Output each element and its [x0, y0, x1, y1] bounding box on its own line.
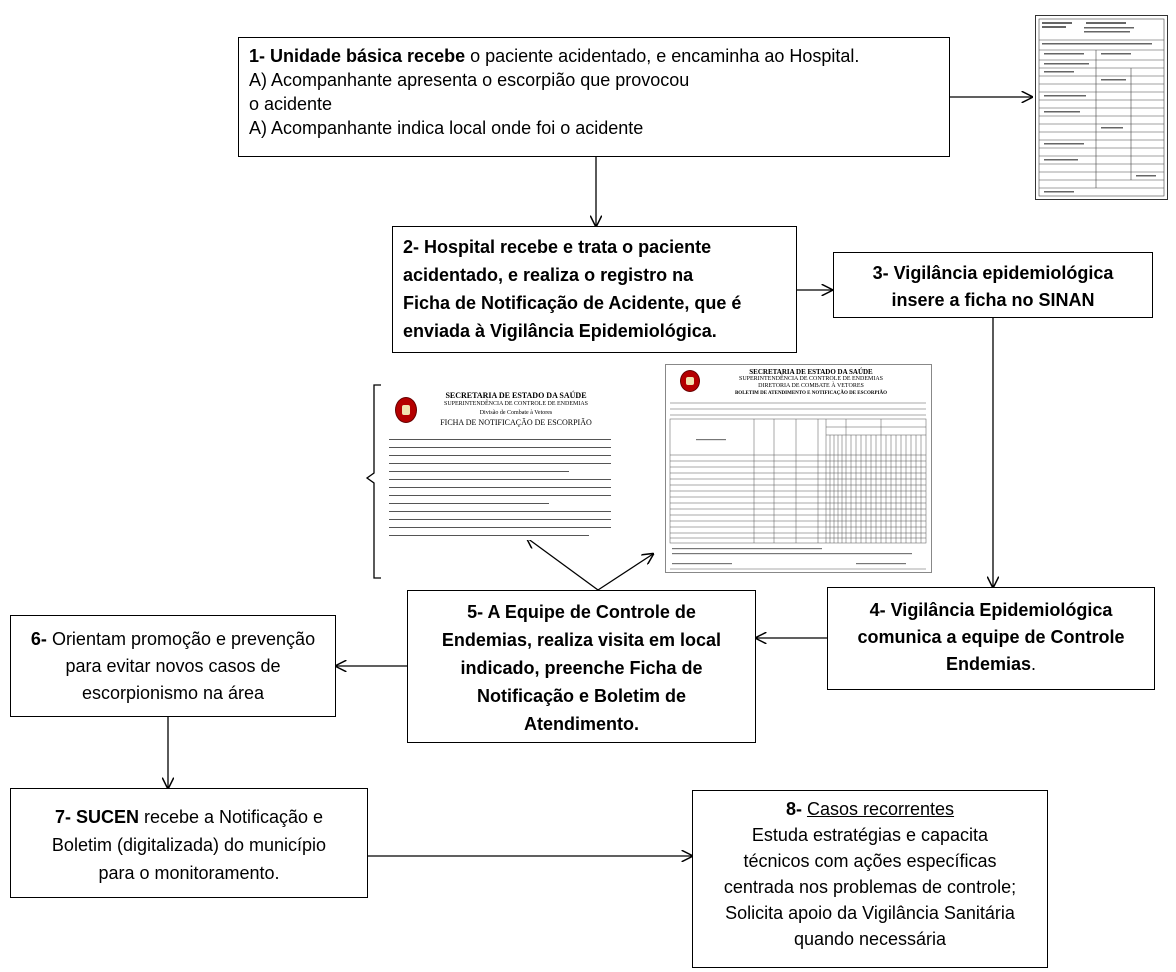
step5-line1: 5- A Equipe de Controle de [467, 602, 696, 622]
boletim-title1: SECRETARIA DE ESTADO DA SAÚDE [749, 368, 873, 376]
boletim-title2: SUPERINTENDÊNCIA DE CONTROLE DE ENDEMIAS [739, 376, 883, 382]
ficha-title2: SUPERINTENDÊNCIA DE CONTROLE DE ENDEMIAS [444, 401, 588, 407]
step8-heading: Casos recorrentes [806, 799, 955, 819]
step7-line3: para o monitoramento. [98, 863, 280, 883]
ficha-title1: SECRETARIA DE ESTADO DA SAÚDE [445, 391, 587, 400]
step1-item-a-cont: o acidente [249, 94, 333, 114]
step6-number: 6- [30, 629, 47, 649]
ficha-bracket [365, 384, 381, 579]
arrow-box5-to-ficha [527, 538, 599, 591]
step5-line3: indicado, preenche Ficha de [460, 658, 703, 678]
ficha-title4: FICHA DE NOTIFICAÇÃO DE ESCORPIÃO [440, 418, 592, 427]
step8-line4: centrada nos problemas de controle; [723, 877, 1017, 897]
step7-title: 7- SUCEN [54, 807, 139, 827]
step3-line2: insere a ficha no SINAN [891, 290, 1095, 310]
step1-box: 1- Unidade básica recebe o paciente acid… [238, 37, 950, 157]
step1-item-a: A) Acompanhante apresenta o escorpião qu… [249, 70, 690, 90]
arrow-box5-to-boletim [597, 554, 653, 591]
step4-line3-end: . [1031, 654, 1037, 674]
step8-number: 8- [785, 799, 802, 819]
step2-line4: enviada à Vigilância Epidemiológica. [403, 321, 717, 341]
state-crest-icon [680, 370, 700, 392]
ficha-notificacao-thumbnail: SECRETARIA DE ESTADO DA SAÚDE SUPERINTEN… [383, 385, 621, 540]
step8-line5: Solicita apoio da Vigilância Sanitária [725, 903, 1015, 923]
step1-item-b: A) Acompanhante indica local onde foi o … [249, 118, 644, 138]
step4-line2: comunica a equipe de Controle [857, 627, 1125, 647]
step5-box: 5- A Equipe de Controle de Endemias, rea… [407, 590, 756, 743]
step7-line1: recebe a Notificação e [138, 807, 324, 827]
state-crest-icon [395, 397, 417, 423]
step3-box: 3- Vigilância epidemiológica insere a fi… [833, 252, 1153, 318]
step4-line3: Endemias [945, 654, 1032, 674]
step1-title: 1- Unidade básica recebe [249, 46, 466, 66]
step7-line2: Boletim (digitalizada) do município [51, 835, 327, 855]
step2-box: 2- Hospital recebe e trata o paciente ac… [392, 226, 797, 353]
ficha-title3: Divisão de Combate à Vetores [479, 410, 553, 416]
step1-text: o paciente acidentado, e encaminha ao Ho… [465, 46, 860, 66]
step6-box: 6- Orientam promoção e prevenção para ev… [10, 615, 336, 717]
step2-line1: 2- Hospital recebe e trata o paciente [403, 237, 712, 257]
step4-line1: 4- Vigilância Epidemiológica [869, 600, 1113, 620]
boletim-table-graphic [669, 402, 927, 570]
boletim-title4: BOLETIM DE ATENDIMENTO E NOTIFICAÇÃO DE … [734, 391, 888, 396]
step3-line1: 3- Vigilância epidemiológica [872, 263, 1114, 283]
step5-line2: Endemias, realiza visita em local [441, 630, 722, 650]
step6-line3: escorpionismo na área [81, 683, 265, 703]
step2-line2: acidentado, e realiza o registro na [403, 265, 694, 285]
step6-line2: para evitar novos casos de [65, 656, 281, 676]
step8-line6: quando necessária [793, 929, 947, 949]
step5-line4: Notificação e Boletim de [476, 686, 687, 706]
step8-box: 8- Casos recorrentes Estuda estratégias … [692, 790, 1048, 968]
step8-line3: técnicos com ações específicas [743, 851, 997, 871]
boletim-atendimento-thumbnail: SECRETARIA DE ESTADO DA SAÚDE SUPERINTEN… [665, 364, 932, 573]
step4-box: 4- Vigilância Epidemiológica comunica a … [827, 587, 1155, 690]
notification-form-thumbnail [1035, 15, 1168, 200]
step8-line2: Estuda estratégias e capacita [751, 825, 989, 845]
step6-line1: Orientam promoção e prevenção [46, 629, 316, 649]
step2-line3: Ficha de Notificação de Acidente, que é [403, 293, 742, 313]
step7-box: 7- SUCEN recebe a Notificação e Boletim … [10, 788, 368, 898]
boletim-title3: DIRETORIA DE COMBATE À VETORES [758, 383, 864, 389]
step5-line5: Atendimento. [524, 714, 639, 734]
form-lines-graphic [1038, 18, 1165, 197]
